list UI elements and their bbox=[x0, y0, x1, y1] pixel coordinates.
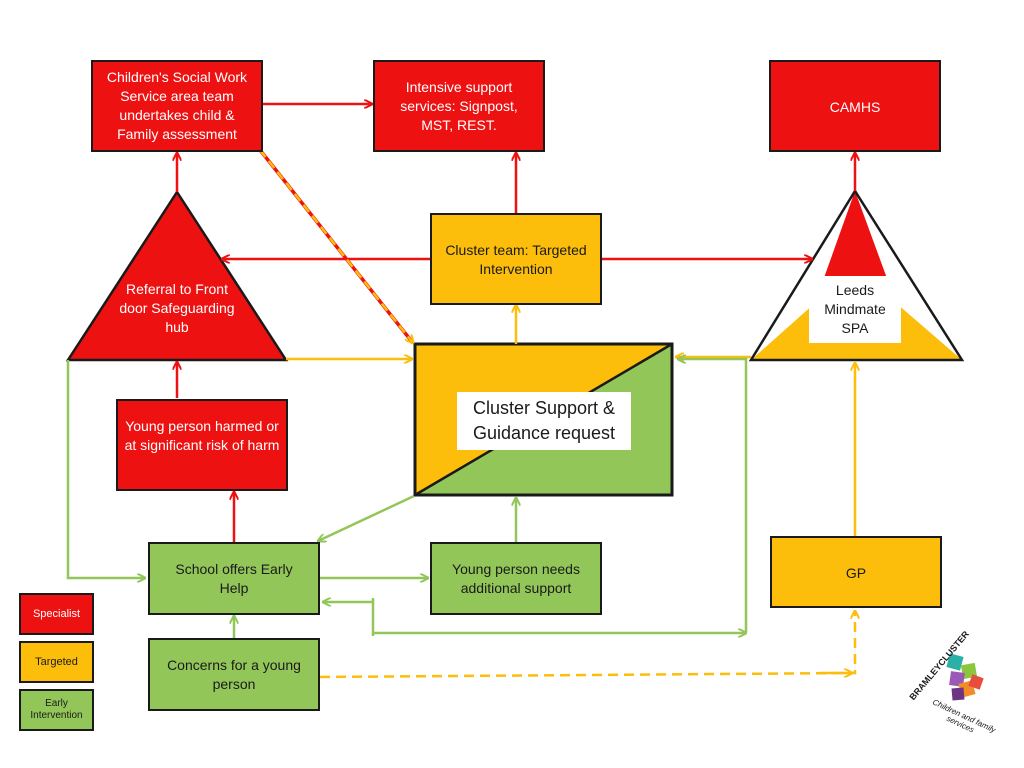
intensive-support-label: Intensive support services: Signpost, MS… bbox=[400, 79, 518, 133]
intensive-support-box: Intensive support services: Signpost, MS… bbox=[373, 60, 545, 152]
camhs-box: CAMHS bbox=[769, 60, 941, 152]
legend-specialist: Specialist bbox=[19, 593, 94, 635]
cluster-support-label-box: Cluster Support & Guidance request bbox=[457, 392, 631, 450]
red-connectors bbox=[177, 104, 855, 542]
arrow-referral-to-school bbox=[66, 360, 145, 578]
childrens-social-work-box: Children's Social Work Service area team… bbox=[91, 60, 263, 152]
school-offers-early-help-box: School offers Early Help bbox=[148, 542, 320, 615]
legend-targeted: Targeted bbox=[19, 641, 94, 683]
green-connectors bbox=[66, 359, 748, 638]
legend-targeted-label: Targeted bbox=[35, 655, 78, 668]
cluster-team-box: Cluster team: Targeted Intervention bbox=[430, 213, 602, 305]
young-person-needs-box: Young person needs additional support bbox=[430, 542, 602, 615]
legend-early-intervention-label: Early Intervention bbox=[30, 698, 83, 721]
legend-specialist-label: Specialist bbox=[32, 607, 81, 620]
young-person-harmed-box: Young person harmed or at significant ri… bbox=[116, 399, 288, 491]
cluster-team-label: Cluster team: Targeted Intervention bbox=[445, 242, 587, 277]
concerns-young-person-label: Concerns for a young person bbox=[167, 656, 301, 692]
concerns-young-person-box: Concerns for a young person bbox=[148, 638, 320, 711]
leeds-mindmate-label-box: Leeds Mindmate SPA bbox=[809, 276, 901, 343]
school-offers-early-help-label: School offers Early Help bbox=[175, 561, 293, 596]
leeds-mindmate-label: Leeds Mindmate SPA bbox=[824, 282, 886, 336]
arrow-loop-to-cluster bbox=[678, 359, 748, 633]
gp-label: GP bbox=[845, 565, 867, 581]
arrow-concerns-to-gp-dashed bbox=[319, 611, 855, 679]
amber-connectors bbox=[286, 305, 855, 679]
young-person-harmed-label: Young person harmed or at significant ri… bbox=[124, 418, 280, 453]
camhs-label: CAMHS bbox=[829, 99, 881, 115]
bramley-logo-mark bbox=[923, 649, 1001, 727]
childrens-social-work-label: Children's Social Work Service area team… bbox=[106, 69, 248, 142]
legend-early-intervention: Early Intervention bbox=[19, 689, 94, 731]
dashed-social-work-to-cluster bbox=[258, 148, 413, 343]
gp-box: GP bbox=[770, 536, 942, 608]
arrow-cluster-to-school bbox=[318, 494, 415, 541]
referral-triangle-shape bbox=[65, 189, 289, 362]
cluster-support-request-label: Cluster Support & Guidance request bbox=[472, 398, 616, 443]
young-person-needs-label: Young person needs additional support bbox=[452, 561, 580, 596]
referral-front-door-label: Referral to Front door Safeguarding hub bbox=[119, 281, 235, 335]
